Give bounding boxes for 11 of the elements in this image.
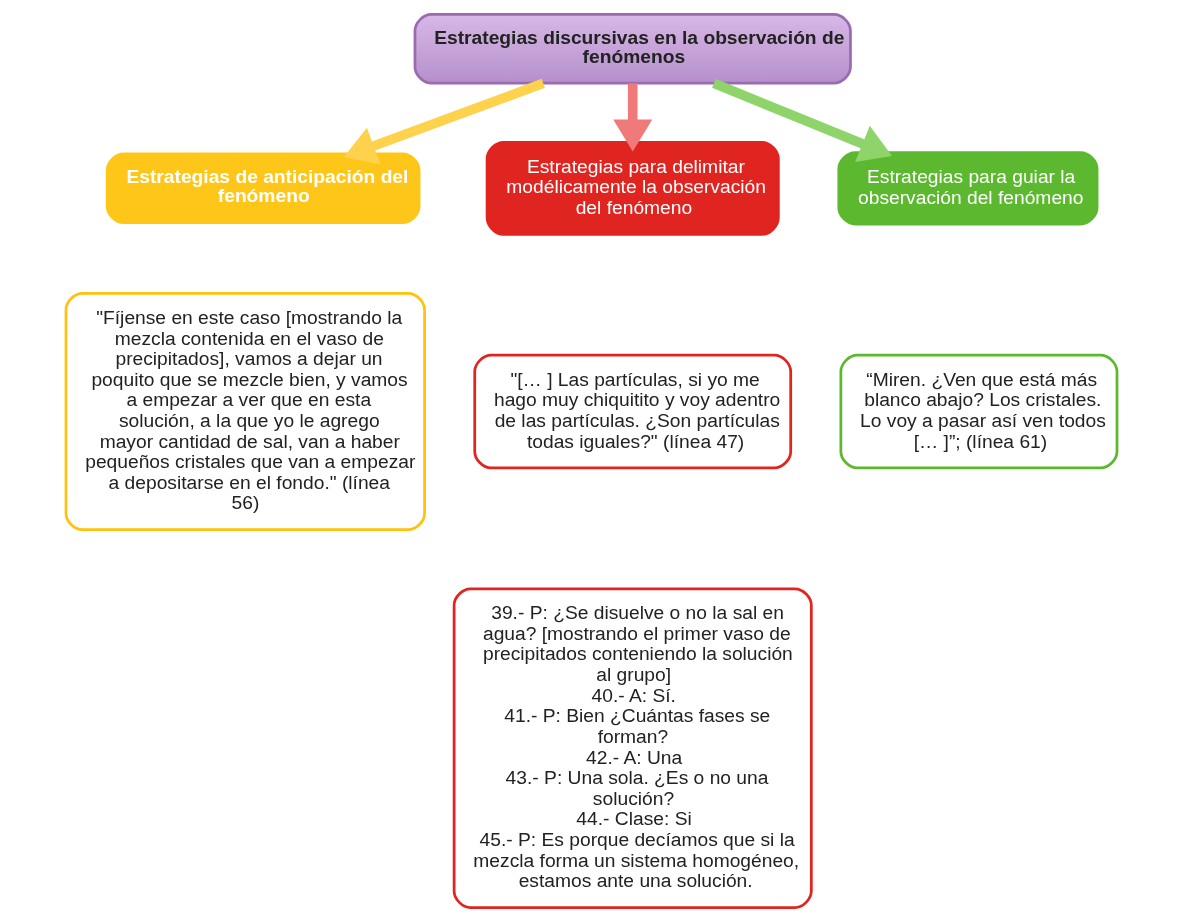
node-box: “Miren. ¿Ven que está más blanco abajo? Los cristales. Lo voy a pasar así ven todos [… ]”; (línea 61) <box>839 353 1118 469</box>
node-box: 39.- P: ¿Se disuelve o no la sal en agua? [mostrando el primer vaso de precipitados conteniendo la solución al grupo] 40.- A: Sí. 41.- P: Bien ¿Cuántas fases se forman? 42.- A: Una 43.- P: Una sola. ¿Es o no una solución? 44.- Clase: Si 45.- P: Es porque decíamos que si la mezcla forma un sistema homogéneo, estamos ante una solución. <box>452 586 813 909</box>
node-box: "Fíjense en este caso [mostrando la mezcla contenida en el vaso de precipitados], vamos a dejar un poquito que se mezcle bien, y vamos a empezar a ver que en esta solución, a la que yo le agrego mayor cantidad de sal, van a haber pequeños cristales que van a empezar a depositarse en el fondo." (línea 56) <box>64 291 426 531</box>
node-box: Estrategias de anticipación del fenómeno <box>105 152 420 224</box>
node-box: Estrategias discursivas en la observación de fenómenos <box>413 12 852 85</box>
arrow <box>612 82 652 151</box>
arrow <box>711 78 892 162</box>
node-box: Estrategias para delimitar modélicamente la observación del fenómeno <box>485 140 780 236</box>
node-box: Estrategias para guiar la observación del fenómeno <box>836 150 1098 225</box>
arrow <box>343 78 545 164</box>
node-box: "[… ] Las partículas, si yo me hago muy chiquitito y voy adentro de las partículas. ¿Son partículas todas iguales?" (línea 47) <box>472 353 792 469</box>
